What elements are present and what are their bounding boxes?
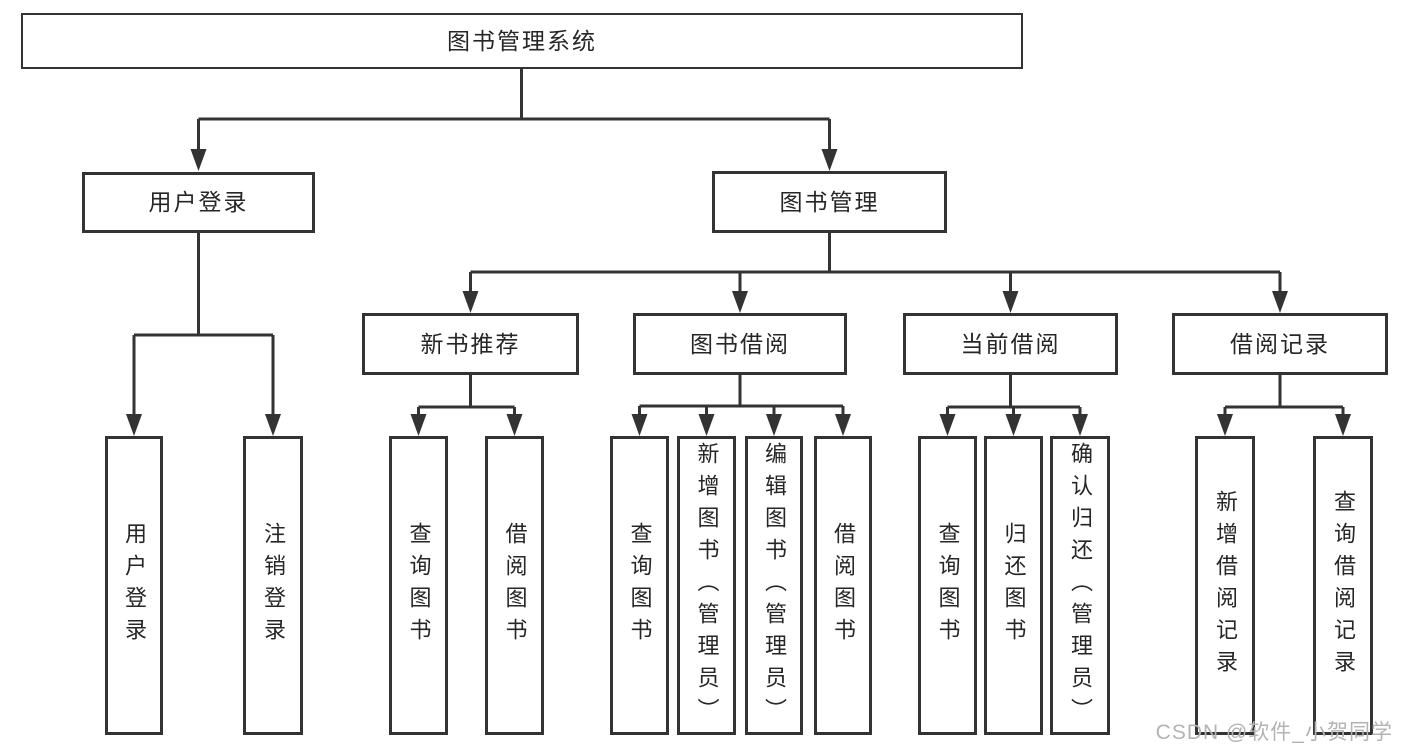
node-book-management: 图书管理	[712, 171, 947, 233]
leaf-records-query-record: 查询借阅记录	[1313, 436, 1373, 735]
leaf-recommend-borrow-books: 借阅图书	[485, 436, 544, 735]
node-book-borrow-label: 图书借阅	[690, 330, 790, 357]
leaf-records-add-record: 新增借阅记录	[1195, 436, 1255, 735]
arrowheads	[126, 149, 1351, 436]
watermark: CSDN @软件_小贺同学	[1155, 721, 1393, 744]
leaf-current-confirm-return-admin: 确认归还（管理员）	[1050, 436, 1110, 735]
node-root: 图书管理系统	[21, 13, 1023, 69]
node-root-label: 图书管理系统	[447, 27, 597, 54]
node-new-book-recommend-label: 新书推荐	[420, 330, 521, 357]
node-current-borrow: 当前借阅	[903, 313, 1118, 375]
leaf-borrow-add-books-admin: 新增图书（管理员）	[677, 436, 736, 735]
node-user-login: 用户登录	[82, 172, 315, 233]
node-current-borrow-label: 当前借阅	[960, 330, 1061, 357]
node-book-management-label: 图书管理	[779, 188, 880, 215]
node-user-login-label: 用户登录	[148, 189, 249, 215]
node-borrow-records: 借阅记录	[1172, 313, 1388, 375]
leaf-current-return-books: 归还图书	[984, 436, 1043, 735]
node-book-borrow: 图书借阅	[633, 313, 847, 375]
leaf-borrow-borrow-books: 借阅图书	[814, 436, 872, 735]
leaf-borrow-edit-books-admin: 编辑图书（管理员）	[745, 436, 803, 735]
leaf-user-login: 用户登录	[105, 436, 163, 735]
leaf-current-query-books: 查询图书	[918, 436, 977, 735]
node-borrow-records-label: 借阅记录	[1230, 330, 1330, 357]
leaf-logout: 注销登录	[243, 436, 303, 735]
leaf-borrow-query-books: 查询图书	[610, 436, 669, 735]
leaf-recommend-query-books: 查询图书	[389, 436, 448, 735]
node-new-book-recommend: 新书推荐	[362, 313, 579, 375]
